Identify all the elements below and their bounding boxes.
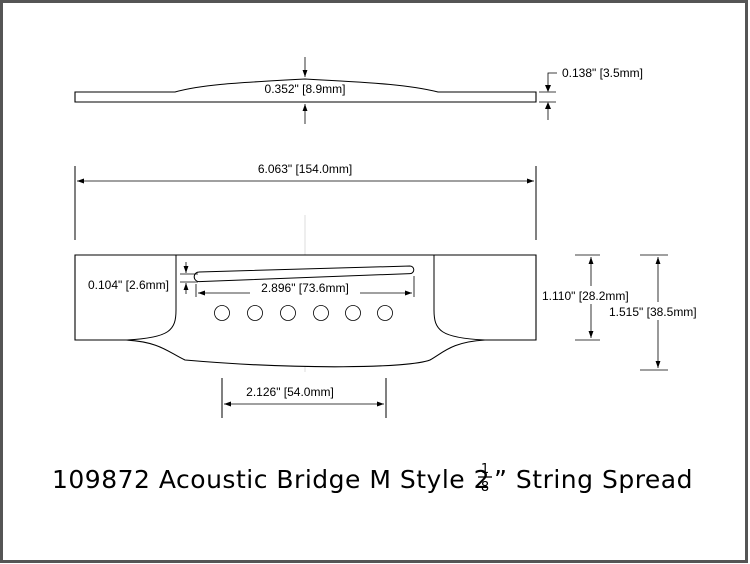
slot-length-label-bg: [250, 282, 360, 294]
pin-holes: [214, 305, 393, 321]
edge-height-arrow-top: [545, 85, 551, 92]
overall-length-label: 6.063" [154.0mm]: [258, 162, 352, 176]
left-wing-line: [125, 255, 177, 341]
edge-height-label: 0.138" [3.5mm]: [562, 66, 643, 80]
pin-hole: [345, 305, 361, 321]
drawing-title-suffix: ” String Spread: [494, 465, 693, 494]
bridge-top-outline: [74, 254, 537, 368]
edge-height-arrow-bottom: [545, 102, 551, 109]
drawing-title-prefix: 109872 Acoustic Bridge M Style 2: [52, 465, 490, 494]
center-height-label: 0.352" [8.9mm]: [265, 82, 346, 96]
slot-width-label: 0.104" [2.6mm]: [88, 278, 169, 292]
pin-hole: [247, 305, 263, 321]
edge-height-leader: [547, 72, 557, 90]
title-fraction-numerator: 1: [481, 462, 489, 477]
pin-hole: [377, 305, 393, 321]
bridge-side-profile: [74, 78, 537, 103]
right-wing-line: [433, 255, 486, 341]
slot-length-label: 2.896" [73.6mm]: [261, 281, 349, 295]
wing-depth-label: 1.110" [28.2mm]: [542, 289, 629, 303]
pin-hole: [280, 305, 296, 321]
title-fraction-denominator: 8: [481, 480, 489, 495]
pin-hole: [214, 305, 230, 321]
pin-hole: [313, 305, 329, 321]
center-width-label: 2.126" [54.0mm]: [246, 385, 334, 399]
overall-depth-label: 1.515" [38.5mm]: [609, 305, 697, 319]
